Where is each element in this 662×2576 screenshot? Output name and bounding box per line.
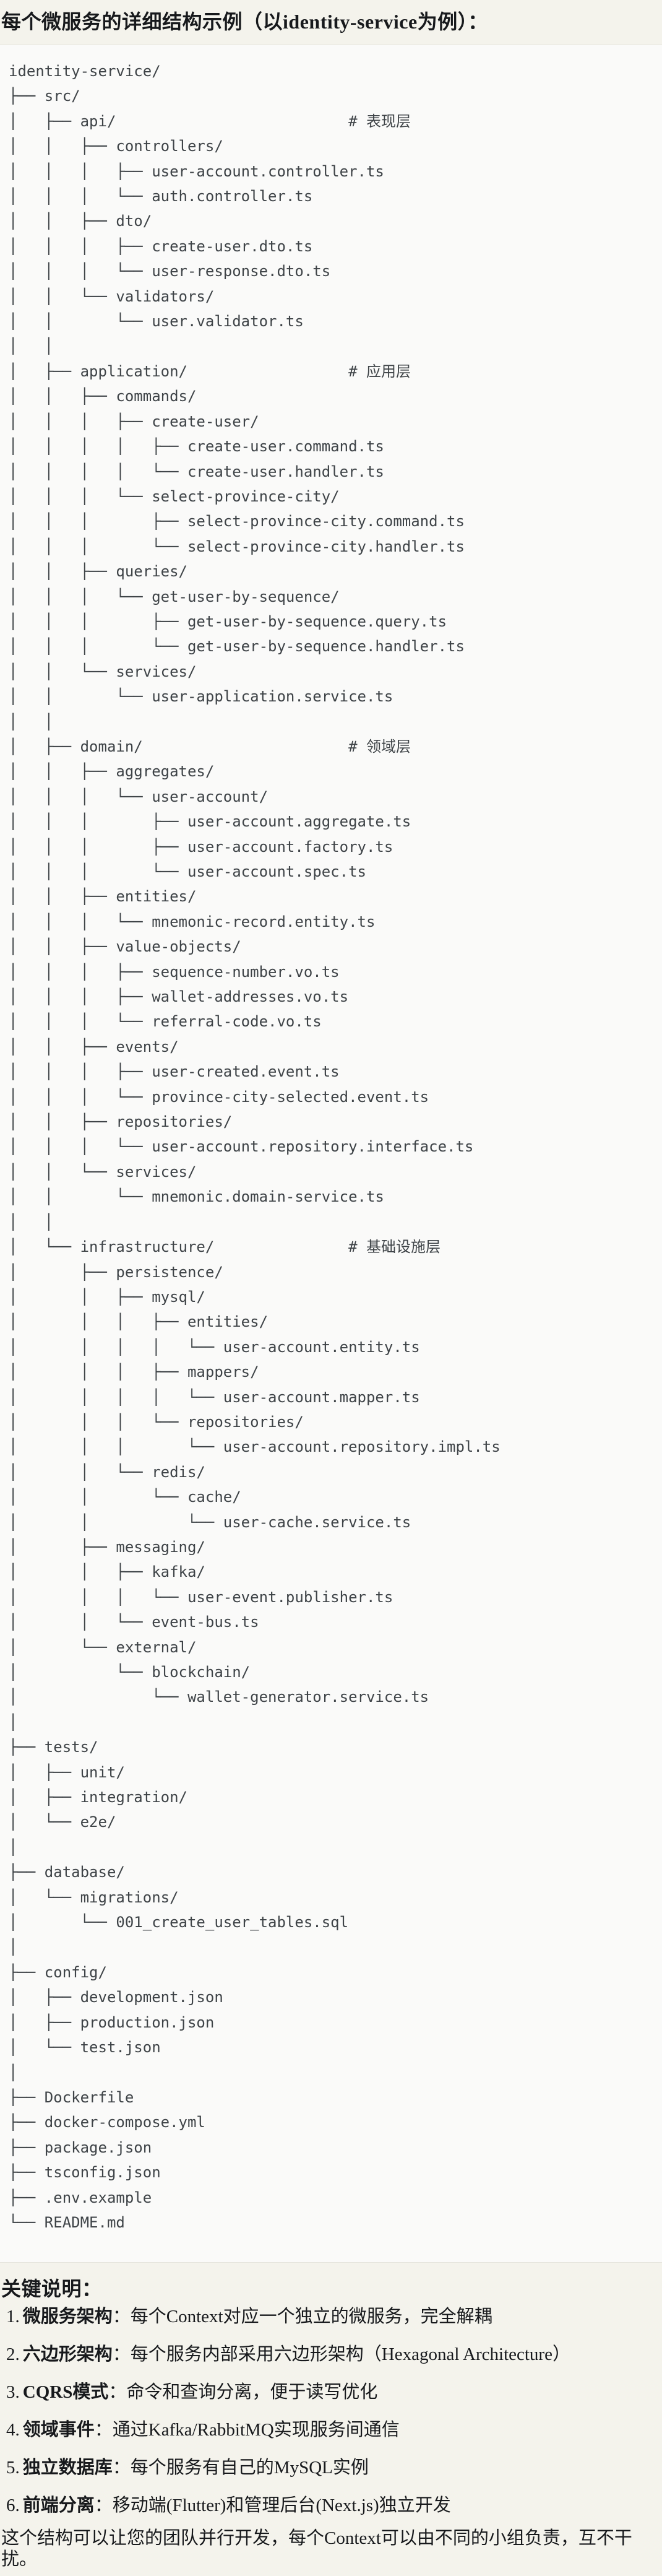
notes-list: 1.微服务架构：每个Context对应一个独立的微服务，完全解耦 2.六边形架构… (1, 2306, 662, 2516)
note-number: 4. (6, 2420, 20, 2440)
note-item: 5.独立数据库：每个服务有自己的MySQL实例 (1, 2457, 662, 2478)
closing-paragraph: 这个结构可以让您的团队并行开发，每个Context可以由不同的小组负责，互不干扰… (1, 2528, 632, 2570)
note-term: 六边形架构 (22, 2344, 113, 2365)
note-term: 独立数据库 (22, 2458, 113, 2478)
note-term: 领域事件 (22, 2420, 95, 2440)
note-colon: ： (108, 2382, 127, 2403)
note-number: 1. (6, 2307, 20, 2327)
note-colon: ： (112, 2458, 131, 2478)
page-title: 每个微服务的详细结构示例（以identity-service为例）： (1, 11, 488, 33)
note-item: 1.微服务架构：每个Context对应一个独立的微服务，完全解耦 (1, 2306, 662, 2327)
note-term: 微服务架构 (22, 2307, 113, 2327)
note-text: 移动端(Flutter)和管理后台(Next.js)独立开发 (112, 2496, 451, 2516)
note-number: 2. (6, 2344, 20, 2365)
note-item: 6.前端分离：移动端(Flutter)和管理后台(Next.js)独立开发 (1, 2495, 662, 2516)
note-number: 3. (6, 2382, 20, 2403)
note-term: CQRS模式 (22, 2382, 109, 2403)
note-colon: ： (112, 2344, 131, 2365)
note-colon: ： (94, 2496, 113, 2516)
note-text: 每个服务有自己的MySQL实例 (130, 2458, 369, 2478)
note-text: 命令和查询分离，便于读写优化 (126, 2382, 378, 2403)
note-text: 每个服务内部采用六边形架构（Hexagonal Architecture） (130, 2344, 570, 2365)
note-text: 每个Context对应一个独立的微服务，完全解耦 (130, 2307, 492, 2327)
note-item: 2.六边形架构：每个服务内部采用六边形架构（Hexagonal Architec… (1, 2344, 662, 2365)
note-text: 通过Kafka/RabbitMQ实现服务间通信 (112, 2420, 400, 2440)
notes-heading: 关键说明： (1, 2278, 102, 2301)
note-item: 3.CQRS模式：命令和查询分离，便于读写优化 (1, 2382, 662, 2403)
note-number: 5. (6, 2458, 20, 2478)
note-term: 前端分离 (22, 2496, 95, 2516)
key-notes-section: 关键说明： 1.微服务架构：每个Context对应一个独立的微服务，完全解耦 2… (0, 2263, 662, 2570)
note-item: 4.领域事件：通过Kafka/RabbitMQ实现服务间通信 (1, 2419, 662, 2440)
directory-tree: identity-service/ ├── src/ │ ├── api/ # … (9, 63, 501, 2231)
note-colon: ： (112, 2307, 131, 2327)
note-colon: ： (94, 2420, 113, 2440)
note-number: 6. (6, 2496, 20, 2516)
directory-tree-block: identity-service/ ├── src/ │ ├── api/ # … (0, 45, 662, 2263)
